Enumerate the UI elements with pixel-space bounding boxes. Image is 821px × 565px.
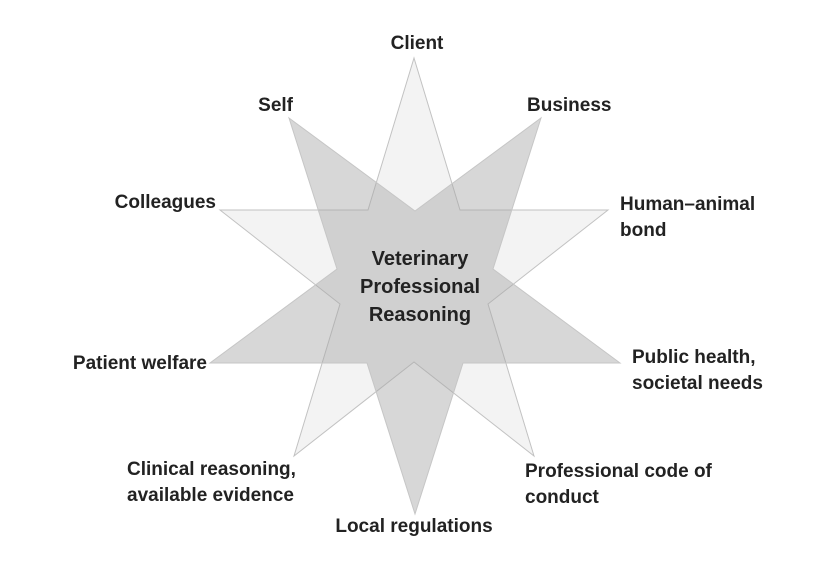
label-public-health-societal-needs: Public health, societal needs <box>632 347 763 394</box>
label-colleagues: Colleagues <box>114 192 216 213</box>
label-business: Business <box>527 95 612 116</box>
center-label: Veterinary Professional Reasoning <box>359 248 481 326</box>
dark-star-shape <box>208 116 622 516</box>
label-human-animal-bond: Human–animal bond <box>620 194 756 241</box>
label-local-regulations: Local regulations <box>335 516 493 537</box>
label-patient-welfare: Patient welfare <box>72 353 207 374</box>
light-star-shape <box>218 56 610 458</box>
label-professional-code-of-conduct: Professional code of conduct <box>525 461 712 508</box>
label-self: Self <box>258 95 293 116</box>
label-clinical-reasoning-available-evidence: Clinical reasoning, available evidence <box>127 459 296 506</box>
label-client: Client <box>390 33 444 54</box>
